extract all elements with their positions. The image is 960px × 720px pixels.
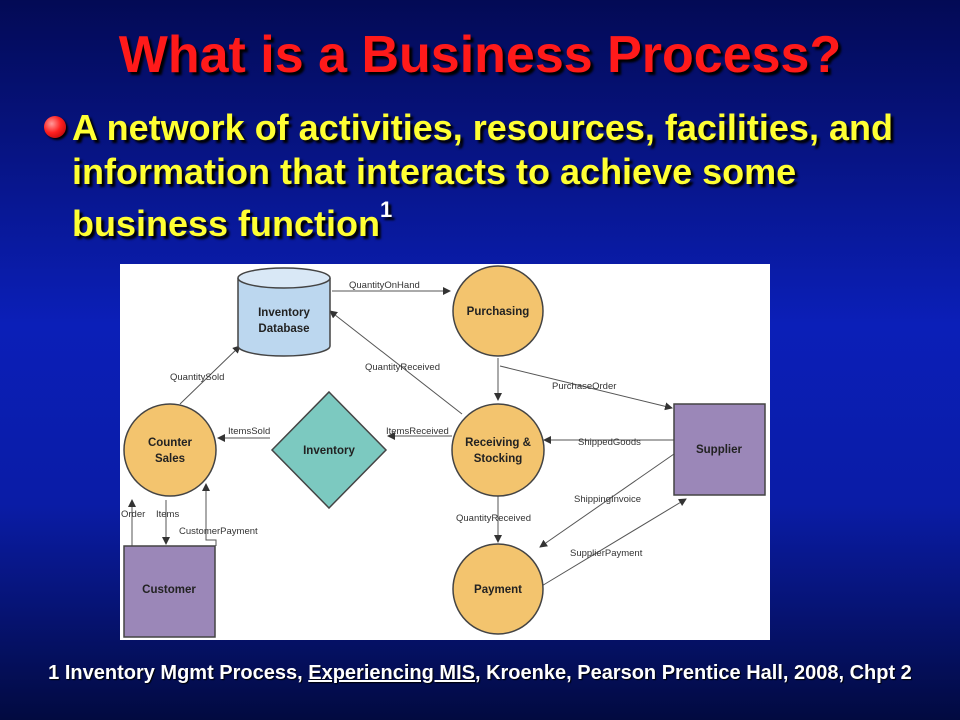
bullet-text-block: A network of activities, resources, faci… [72, 106, 922, 246]
footnote-marker: 1 [380, 197, 393, 222]
label-shipping-invoice: ShippingInvoice [574, 494, 641, 505]
label-quantity-on-hand: QuantityOnHand [349, 280, 420, 291]
node-label-inventory: Inventory [303, 445, 355, 457]
citation-book-title: Experiencing MIS [308, 662, 475, 684]
node-customer: Customer [123, 545, 216, 638]
edge-quantity-sold [179, 345, 241, 405]
edge-quantity-received-db [329, 310, 463, 415]
node-purchasing: Purchasing [452, 265, 544, 357]
node-label-inventory-line1: Inventory [258, 307, 310, 319]
edge-shipping-invoice [539, 453, 675, 548]
node-inventory: Inventory [270, 390, 388, 510]
node-inventory-database: Inventory Database [237, 267, 331, 357]
label-supplier-payment: SupplierPayment [570, 548, 643, 559]
edge-purchase-order [499, 365, 673, 411]
label-items: Items [156, 509, 179, 520]
node-supplier: Supplier [673, 403, 766, 496]
node-label-supplier: Supplier [696, 444, 743, 456]
label-items-sold: ItemsSold [228, 426, 270, 437]
node-label-inventory-line2: Database [258, 323, 309, 335]
bullet-text: A network of activities, resources, faci… [72, 107, 893, 244]
label-items-received: ItemsReceived [386, 426, 449, 437]
edge-supplier-payment [539, 498, 687, 588]
node-label-receiving-line1: Receiving & [465, 437, 531, 449]
node-payment: Payment [452, 543, 544, 635]
node-label-receiving-line2: Stocking [474, 453, 523, 465]
node-label-customer: Customer [142, 584, 196, 596]
node-label-counter-sales-line1: Counter [148, 437, 193, 449]
label-customer-payment: CustomerPayment [179, 526, 258, 537]
label-quantity-received-pay: QuantityReceived [456, 513, 531, 524]
label-quantity-sold: QuantitySold [170, 372, 224, 383]
process-diagram-svg: QuantityOnHand QuantityReceived Quantity… [121, 265, 766, 638]
citation-footer: 1 Inventory Mgmt Process, Experiencing M… [0, 660, 960, 686]
node-label-counter-sales-line2: Sales [155, 453, 185, 465]
label-shipped-goods: ShippedGoods [578, 437, 641, 448]
node-label-payment: Payment [474, 584, 522, 596]
edge-customer-payment [202, 483, 217, 546]
node-receiving-stocking: Receiving & Stocking [451, 403, 545, 497]
bullet-dot-icon [44, 116, 66, 138]
node-label-purchasing: Purchasing [467, 306, 530, 318]
process-diagram: QuantityOnHand QuantityReceived Quantity… [120, 264, 770, 640]
label-quantity-received-db: QuantityReceived [365, 362, 440, 373]
node-counter-sales: Counter Sales [123, 403, 217, 497]
citation-prefix: 1 Inventory Mgmt Process, [48, 662, 309, 684]
citation-suffix: , Kroenke, Pearson Prentice Hall, 2008, … [474, 662, 912, 684]
label-purchase-order: PurchaseOrder [552, 381, 616, 392]
slide-title: What is a Business Process? [118, 26, 842, 84]
label-order: Order [121, 509, 145, 520]
